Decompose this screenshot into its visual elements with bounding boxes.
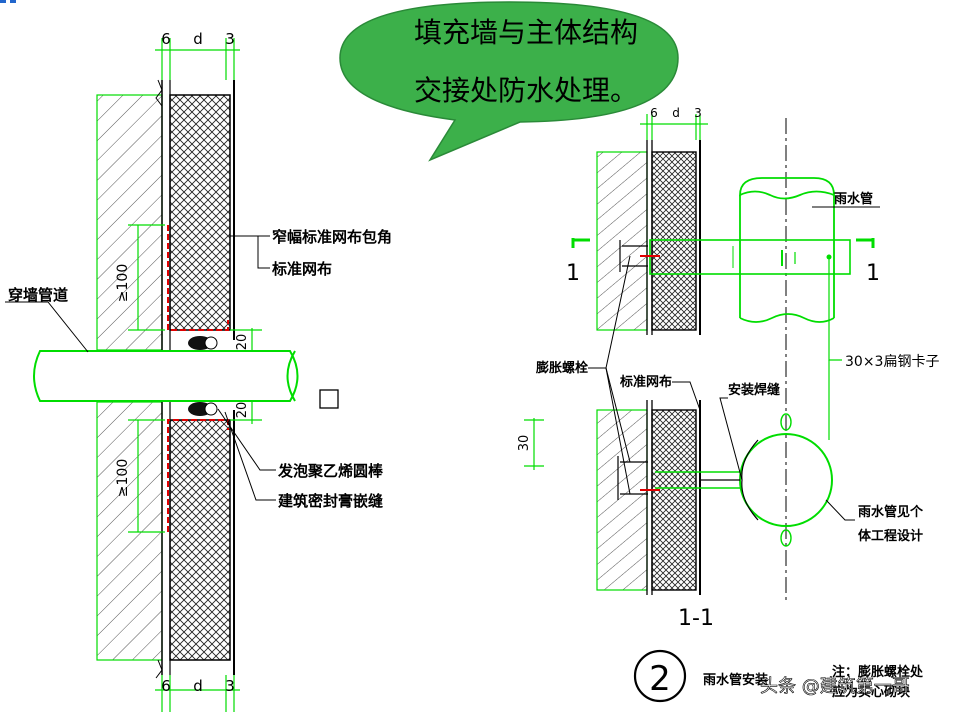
dim-bottom-6: 6: [161, 677, 171, 695]
label-downpipe-design-1: 雨水管见个: [858, 504, 924, 520]
dim-lower-vertical: ≥100: [115, 459, 131, 497]
dim-top-3: 3: [225, 30, 235, 48]
masonry-upper: [96, 94, 163, 351]
label-narrow-mesh: 窄幅标准网布包角: [272, 228, 392, 246]
dim-top-6: 6: [161, 30, 171, 48]
dim-upper-vertical: ≥100: [115, 264, 131, 302]
dim-gap-upper: 20: [235, 334, 250, 351]
insulation-upper: [169, 94, 231, 331]
right-dim-3: 3: [694, 106, 702, 120]
foam-ring-lower: [188, 402, 218, 416]
label-downpipe-design-2: 体工程设计: [858, 528, 923, 544]
dim-bottom-d: d: [193, 677, 203, 695]
detail-number: 2: [649, 659, 671, 699]
detail-number-circle: [633, 649, 687, 703]
dim-vertical-30: 30: [517, 435, 532, 452]
left-wall-detail: 6 d 3 6 d 3 ≥100 ≥100 20 20 窄幅标准网布包角 标准网…: [5, 30, 392, 712]
insulation-lower: [169, 419, 231, 661]
section-mark-left: 1: [566, 261, 580, 286]
corner-marker: [10, 0, 16, 3]
callout-line-2: 交接处防水处理。: [414, 74, 638, 107]
label-standard-mesh-right: 标准网布: [619, 374, 672, 390]
label-standard-mesh: 标准网布: [271, 260, 332, 278]
section-mark-right: 1: [866, 261, 880, 286]
right-dim-6: 6: [650, 106, 658, 120]
note-line-1: 注：膨胀螺栓处: [832, 664, 924, 680]
watermark: 头条 @建筑第一哥: [760, 676, 910, 697]
callout-bubble: 填充墙与主体结构 交接处防水处理。: [339, 1, 679, 162]
wall-pipe: [33, 350, 299, 402]
dim-gap-lower: 20: [235, 402, 250, 419]
masonry-lower: [96, 401, 163, 661]
label-install-weld: 安装焊缝: [728, 382, 780, 398]
mesh-wrap-upper: [167, 225, 229, 331]
label-sealant: 建筑密封膏嵌缝: [278, 492, 383, 510]
mesh-wrap-lower: [167, 419, 229, 532]
section-title: 1-1: [678, 606, 714, 631]
drawing-footer: 2 雨水管安装 注：膨胀螺栓处 应为实心砌块 头条 @建筑第一哥: [633, 649, 924, 703]
label-downpipe: 雨水管: [834, 191, 873, 207]
right-dim-d: d: [672, 106, 680, 120]
foam-ring-upper: [188, 336, 218, 350]
label-expansion-bolt: 膨胀螺栓: [535, 360, 588, 376]
dim-top-d: d: [193, 30, 203, 48]
small-square-marker: [319, 389, 339, 409]
label-foam-ring: 发泡聚乙烯圆棒: [277, 462, 384, 480]
note-line-2: 应为实心砌块: [832, 684, 911, 700]
label-pipe: 穿墙管道: [8, 286, 68, 304]
corner-marker: [0, 0, 6, 3]
caption: 雨水管安装: [703, 672, 768, 688]
label-flat-steel: 30×3扁钢卡子: [845, 354, 939, 370]
callout-line-1: 填充墙与主体结构: [414, 16, 638, 49]
dim-bottom-3: 3: [225, 677, 235, 695]
right-wall-detail: 6 d 3 1 1 雨水管 30×3扁钢卡子: [517, 106, 939, 631]
